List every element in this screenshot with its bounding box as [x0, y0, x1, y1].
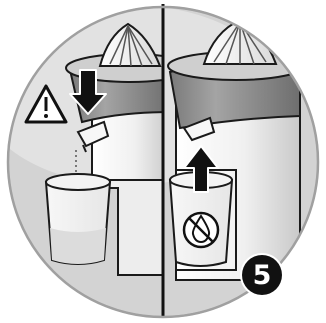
step-number-badge: 5	[242, 255, 282, 295]
no-drip-icon	[184, 213, 218, 247]
